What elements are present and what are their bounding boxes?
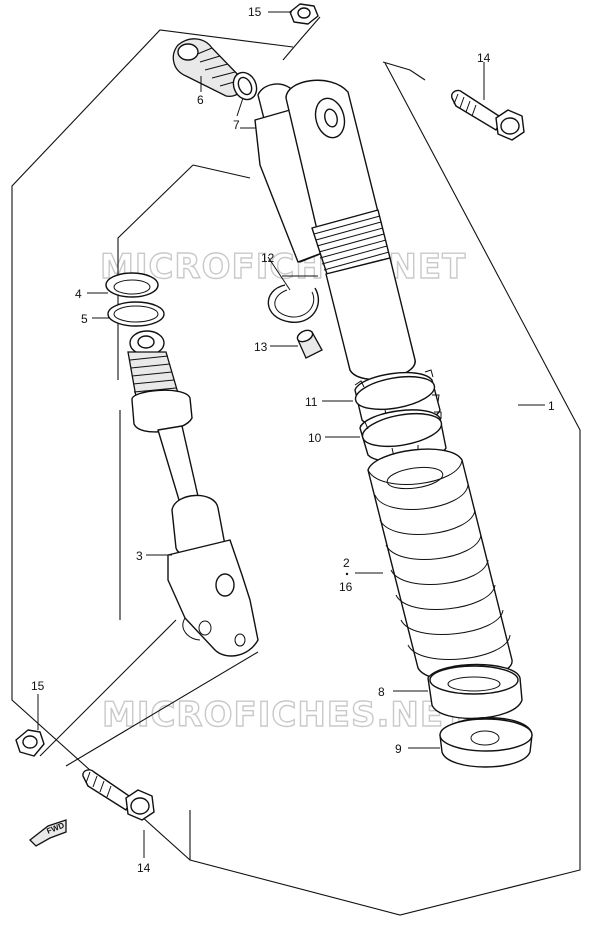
shock-body bbox=[254, 79, 416, 381]
watermark-top: MICROFICHES.NET bbox=[100, 247, 466, 287]
callout-10: 10 bbox=[308, 431, 322, 445]
upper-bushing-6 bbox=[172, 38, 245, 97]
callout-9: 9 bbox=[395, 742, 402, 756]
callout-13: 13 bbox=[254, 340, 268, 354]
lock-ring-10 bbox=[359, 409, 447, 463]
callout-4: 4 bbox=[75, 287, 82, 301]
leader-lines bbox=[37, 11, 545, 858]
guide-line-lower-nut bbox=[39, 619, 177, 757]
valve-cap-13 bbox=[296, 329, 323, 359]
guide-line-lower-bolt bbox=[65, 651, 259, 767]
frame-edge-top-bolt bbox=[282, 16, 321, 61]
callout-1: 1 bbox=[548, 399, 555, 413]
assembly-frame-inner bbox=[117, 164, 194, 380]
cushion-seat-9 bbox=[439, 717, 533, 768]
fwd-arrow-icon: FWD bbox=[29, 819, 67, 847]
callout-14-bottom: 14 bbox=[137, 861, 151, 875]
callout-5: 5 bbox=[81, 312, 88, 326]
callout-8: 8 bbox=[378, 685, 385, 699]
top-bolt-14 bbox=[450, 89, 525, 141]
top-nut-15 bbox=[289, 3, 319, 25]
callout-15-top: 15 bbox=[248, 5, 262, 19]
watermark-bottom: MICROFICHES.NET bbox=[102, 695, 468, 735]
callout-7: 7 bbox=[233, 118, 240, 132]
callout-12: 12 bbox=[261, 251, 275, 265]
frame-edge-right bbox=[382, 61, 426, 81]
frame-edge-top bbox=[192, 164, 251, 179]
washer-5 bbox=[107, 301, 165, 327]
circlip-12 bbox=[267, 275, 320, 323]
spring-seat-8 bbox=[427, 663, 523, 720]
coil-spring-2 bbox=[367, 448, 513, 682]
bottom-bolt-14 bbox=[82, 769, 155, 821]
callout-15-bottom: 15 bbox=[31, 679, 45, 693]
callout-11: 11 bbox=[305, 395, 318, 409]
callout-2: 2 bbox=[343, 556, 350, 570]
bottom-nut-15 bbox=[15, 729, 45, 757]
lower-rod-assembly-3 bbox=[127, 330, 259, 657]
callout-16: 16 bbox=[339, 580, 353, 594]
callout-14-top: 14 bbox=[477, 51, 491, 65]
callout-dot bbox=[345, 572, 349, 576]
callouts: 15 14 6 7 12 4 5 13 11 1 10 3 2 16 8 9 1… bbox=[31, 5, 555, 875]
callout-3: 3 bbox=[136, 549, 143, 563]
callout-6: 6 bbox=[197, 93, 204, 107]
seat-ring-4 bbox=[105, 272, 159, 298]
